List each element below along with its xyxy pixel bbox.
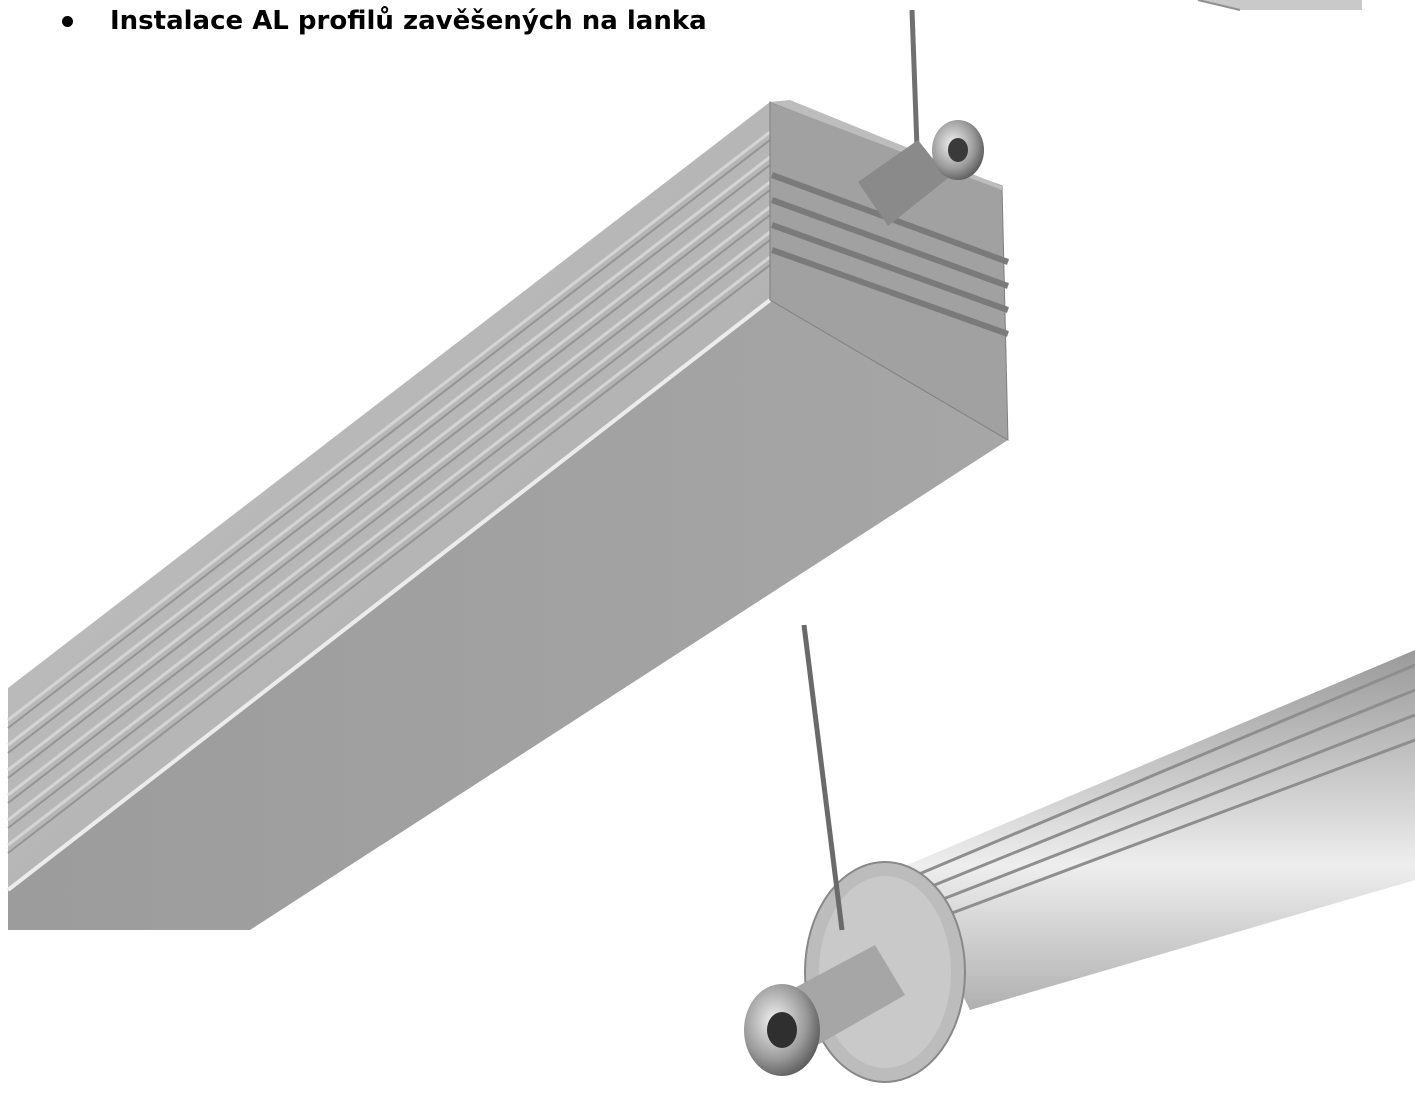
cable-fastener [858,120,984,226]
round-aluminium-profile [744,624,1415,1083]
corner-photo-fragment [1197,0,1362,11]
bullet-point-icon [62,15,73,27]
section-heading: Instalace AL profilů zavěšených na lanka [110,6,707,36]
cylindrical-cable-fastener [744,945,905,1076]
bullet-list-item: Instalace AL profilů zavěšených na lanka [62,6,707,36]
square-aluminium-profile [6,9,1010,930]
